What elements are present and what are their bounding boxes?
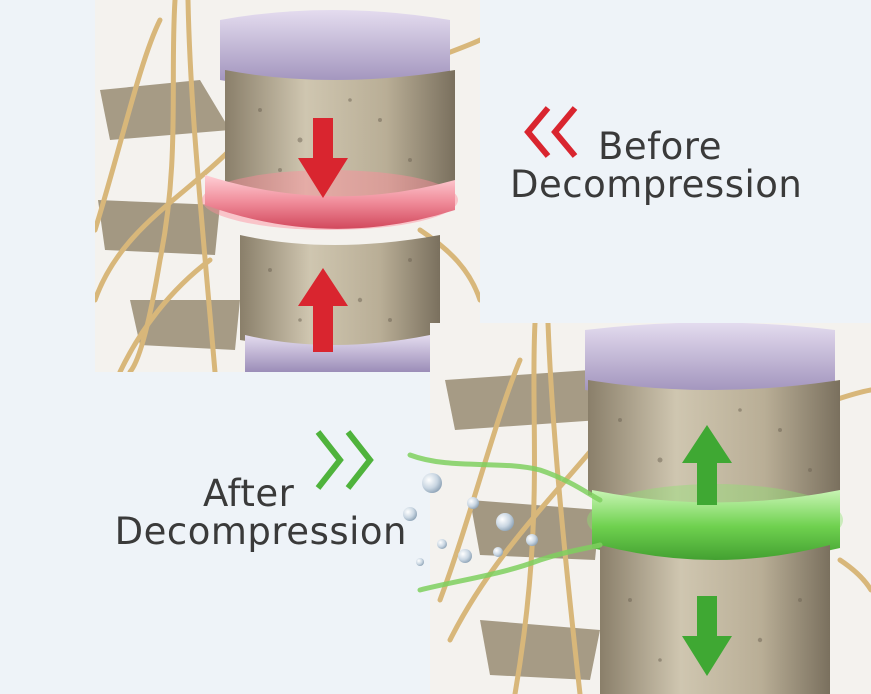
before-label-line1: Before (510, 128, 802, 166)
before-spine-illustration (95, 0, 480, 372)
before-label-line2: Decompression (510, 163, 802, 206)
after-label-line1: After (97, 475, 407, 513)
after-spine-illustration (430, 323, 871, 694)
before-decompression-label: Before Decompression (510, 128, 802, 204)
after-label-line2: Decompression (115, 510, 407, 553)
after-decompression-label: After Decompression (97, 475, 407, 551)
